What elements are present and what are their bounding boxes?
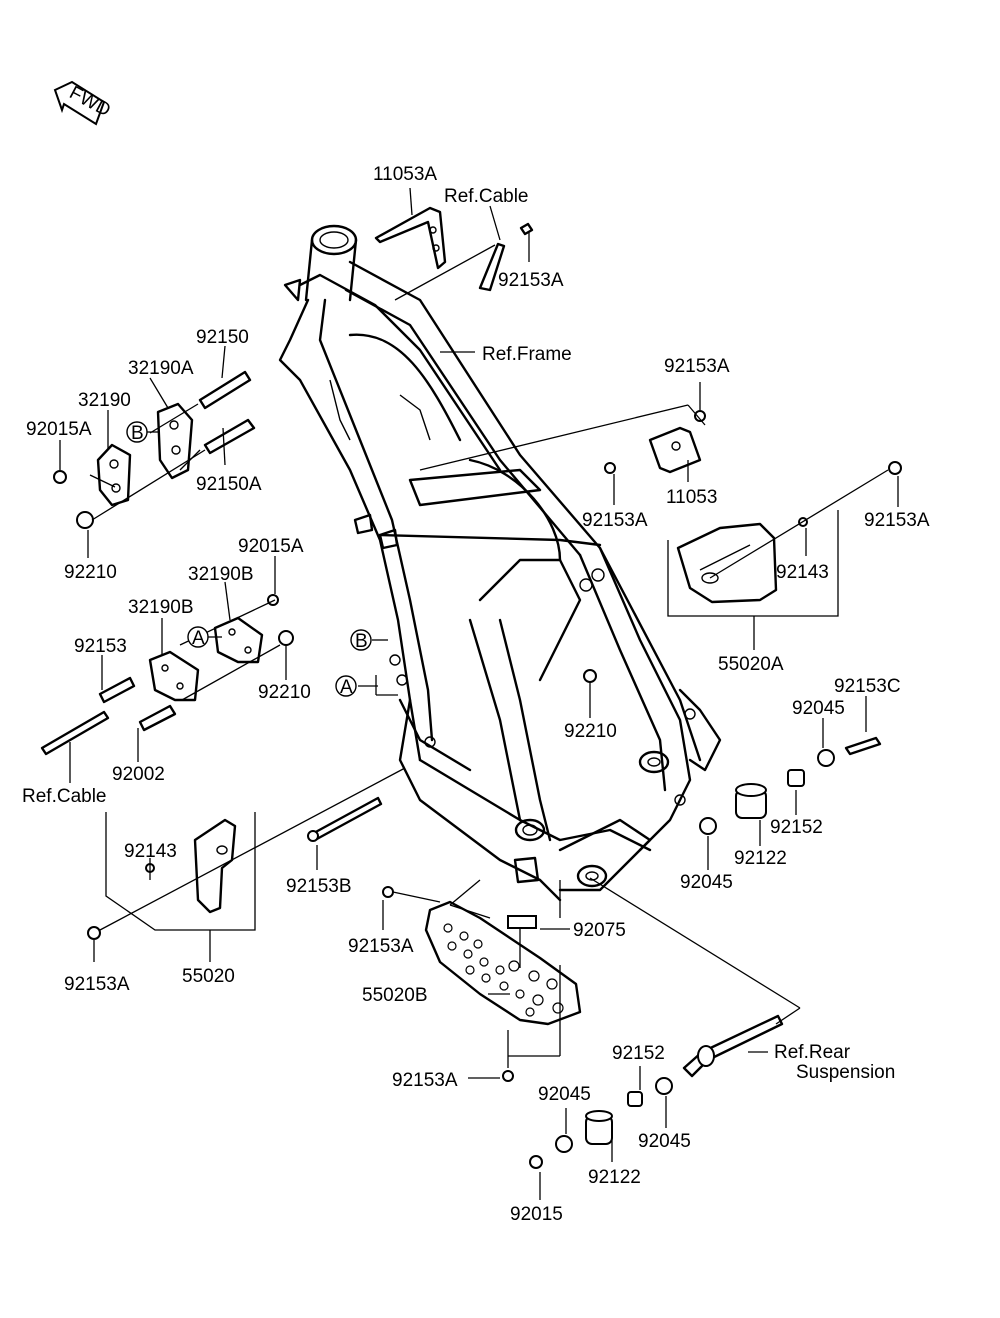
label-92153a-top: 92153A bbox=[498, 270, 564, 291]
ref-cable-top: Ref.Cable bbox=[444, 186, 529, 207]
label-92045-bottom2: 92045 bbox=[638, 1131, 691, 1152]
engine-mount-bracket-upper bbox=[53, 370, 256, 529]
label-92075: 92075 bbox=[573, 920, 626, 941]
label-92143-left: 92143 bbox=[124, 841, 177, 862]
ref-cable-left: Ref.Cable bbox=[22, 786, 107, 807]
label-32190: 32190 bbox=[78, 390, 131, 411]
label-92153a-leftbottom: 92153A bbox=[64, 974, 130, 995]
label-92153a-mid: 92153A bbox=[582, 510, 648, 531]
label-92150a: 92150A bbox=[196, 474, 262, 495]
label-11053a: 11053A bbox=[373, 164, 437, 185]
label-92015a-mid: 92015A bbox=[238, 536, 304, 557]
skid-plate-55020b bbox=[382, 886, 582, 1082]
frame-guard-55020 bbox=[87, 818, 237, 940]
label-32190b-right: 32190B bbox=[188, 564, 254, 585]
bracket-11053 bbox=[604, 410, 706, 474]
label-11053: 11053 bbox=[666, 487, 717, 508]
part-labels: 11053A Ref.Cable 92153A Ref.Frame 92150 … bbox=[22, 164, 930, 1225]
forward-arrow-icon: FWD bbox=[53, 80, 114, 126]
label-92153c: 92153C bbox=[834, 676, 901, 697]
engine-mount-bracket-lower bbox=[40, 594, 294, 756]
ref-frame: Ref.Frame bbox=[482, 344, 572, 365]
label-55020: 55020 bbox=[182, 966, 235, 987]
label-32190b-left: 32190B bbox=[128, 597, 194, 618]
label-55020a: 55020A bbox=[718, 654, 784, 675]
label-92045-bottom1: 92045 bbox=[538, 1084, 591, 1105]
label-92153a-center: 92153A bbox=[348, 936, 414, 957]
label-92153a-right1: 92153A bbox=[664, 356, 730, 377]
label-92045-center: 92045 bbox=[680, 872, 733, 893]
label-92152-right: 92152 bbox=[770, 817, 823, 838]
svg-text:A: A bbox=[340, 677, 353, 698]
bolt-92153b bbox=[307, 796, 383, 842]
ref-rear-line1: Ref.Rear bbox=[774, 1042, 851, 1063]
pivot-shaft bbox=[529, 1014, 784, 1169]
svg-text:B: B bbox=[355, 631, 368, 652]
label-92153b: 92153B bbox=[286, 876, 352, 897]
callout-a-bottom: A bbox=[335, 675, 357, 698]
ref-rear-line2: Suspension bbox=[796, 1062, 895, 1083]
label-92122-bottom: 92122 bbox=[588, 1167, 641, 1188]
label-92122-right: 92122 bbox=[734, 848, 787, 869]
label-92015: 92015 bbox=[510, 1204, 563, 1225]
bracket-11053a bbox=[374, 206, 534, 292]
pivot-collars-right bbox=[699, 736, 882, 835]
label-92045-right: 92045 bbox=[792, 698, 845, 719]
label-92153: 92153 bbox=[74, 636, 127, 657]
callout-b-bottom: B bbox=[350, 629, 372, 652]
main-frame bbox=[278, 224, 722, 902]
label-92210-mid: 92210 bbox=[258, 682, 311, 703]
label-92015a-left: 92015A bbox=[26, 419, 92, 440]
label-92143-right: 92143 bbox=[776, 562, 829, 583]
label-92002: 92002 bbox=[112, 764, 165, 785]
svg-text:A: A bbox=[192, 628, 205, 649]
label-32190a: 32190A bbox=[128, 358, 194, 379]
label-92210-center: 92210 bbox=[564, 721, 617, 742]
label-92153a-right2: 92153A bbox=[864, 510, 930, 531]
label-92152-bottom: 92152 bbox=[612, 1043, 665, 1064]
callout-b-top: B bbox=[126, 421, 148, 444]
label-92210-left: 92210 bbox=[64, 562, 117, 583]
label-92153a-bottom: 92153A bbox=[392, 1070, 458, 1091]
svg-text:B: B bbox=[131, 423, 144, 444]
label-92150: 92150 bbox=[196, 327, 249, 348]
label-55020b: 55020B bbox=[362, 985, 428, 1006]
callout-a-top: A bbox=[187, 626, 209, 649]
